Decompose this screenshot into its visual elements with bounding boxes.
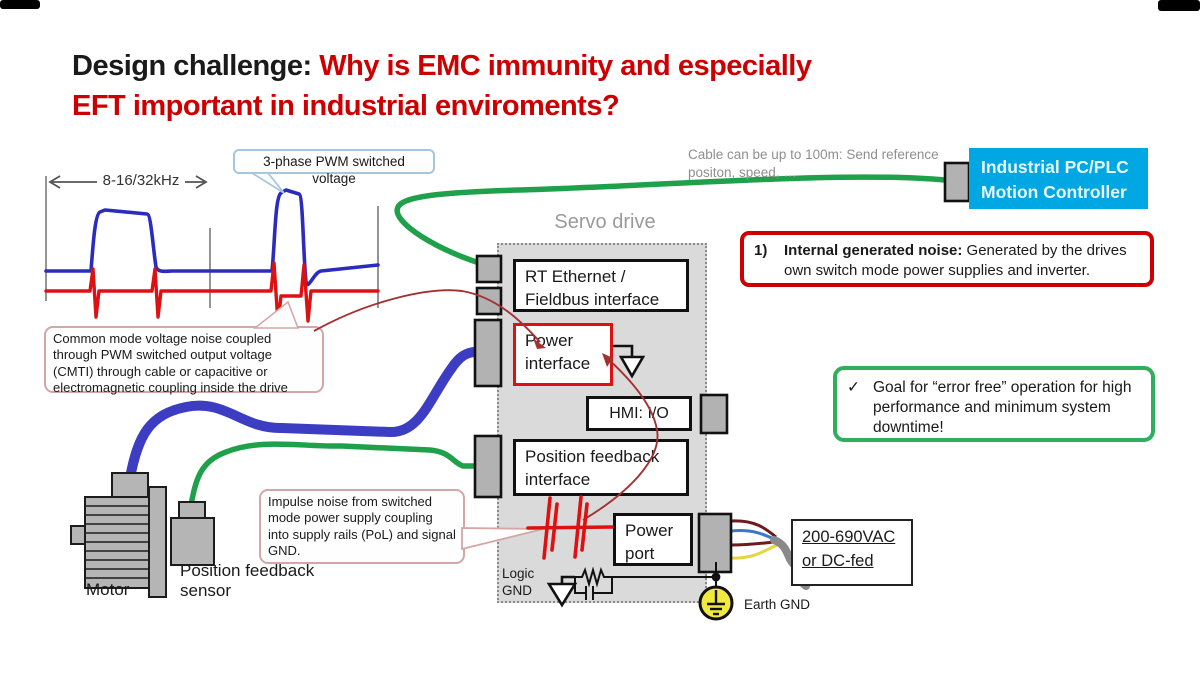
noise-note-bold: Internal generated noise: [784,242,963,259]
noise-note-number: 1) [754,242,768,259]
common-mode-noise-waveform [44,261,380,325]
hmi-label: HMI: I/O [609,404,669,422]
industrial-pc-box: Industrial PC/PLC Motion Controller [969,148,1148,209]
power-port-box: Power port [613,513,693,566]
logic-line2: GND [502,582,532,598]
rc-filter [574,562,721,600]
screen-corner-artifact [0,0,40,9]
pc-line2: Motion Controller [981,182,1127,203]
power-interface-ground-icon [613,344,646,379]
fieldbus-cable [394,174,948,269]
cmti-callout: Common mode voltage noise coupled throug… [44,326,324,395]
logic-gnd-label: Logic GND [502,566,534,600]
supply-line1: 200-690VAC [802,528,896,546]
impulse-noise-callout: Impulse noise from switched mode power s… [259,489,465,564]
earth-gnd-label: Earth GND [744,597,811,612]
goal-note: ✓ Goal for “error free” operation for hi… [833,366,1155,442]
ethernet-interface-box: RT Ethernet / Fieldbus interface [513,259,689,312]
power-interface-box: Power interface [513,323,613,386]
pos-line2: interface [525,469,591,489]
noise-note-text: Internal generated noise: Generated by t… [784,241,1142,283]
pif-line1: Power [525,331,574,350]
port-line2: port [625,543,655,563]
servo-drive-label: Servo drive [554,211,656,233]
logic-ground-icon [546,575,578,608]
sensor-label: Position feedback sensor [180,561,315,601]
screen-corner-artifact [1158,0,1200,11]
logic-line1: Logic [502,566,535,581]
check-icon: ✓ [847,379,860,396]
frequency-label: 8-16/32kHz [97,172,185,189]
hmi-io-box: HMI: I/O [586,396,692,431]
supply-line2: or DC-fed [802,551,874,570]
earth-ground-icon [698,585,734,621]
pos-line1: Position feedback [525,447,660,466]
motor-graphic [70,472,167,598]
position-feedback-interface-box: Position feedback interface [513,439,689,496]
port-line1: Power [625,521,674,540]
title-black: Design challenge: [72,50,320,82]
pc-line1: Industrial PC/PLC [981,157,1129,177]
supply-voltage-box: 200-690VAC or DC-fed [791,519,913,586]
title-red-line1: Why is EMC immunity and especially [319,50,812,82]
pwm-voltage-waveform [44,188,380,287]
motor-power-cable [125,347,481,483]
internal-noise-note: 1) Internal generated noise: Generated b… [740,231,1154,287]
position-feedback-cable [188,441,480,508]
page-title: Design challenge: Why is EMC immunity an… [72,46,1152,126]
pif-line2: interface [525,353,591,373]
noise-note-rest: Generated by the drives own switch mode … [784,242,1127,279]
goal-text: Goal for “error free” operation for high… [873,379,1132,437]
eth-line1: RT Ethernet / [525,267,626,286]
position-sensor-graphic [170,501,215,566]
motor-label: Motor [86,580,130,599]
cable-length-note: Cable can be up to 100m: Send reference … [688,147,939,180]
eth-line2: Fieldbus interface [525,289,660,309]
title-red-line2: EFT important in industrial enviroments? [72,90,620,123]
pwm-voltage-callout: 3-phase PWM switched voltage [233,149,435,186]
